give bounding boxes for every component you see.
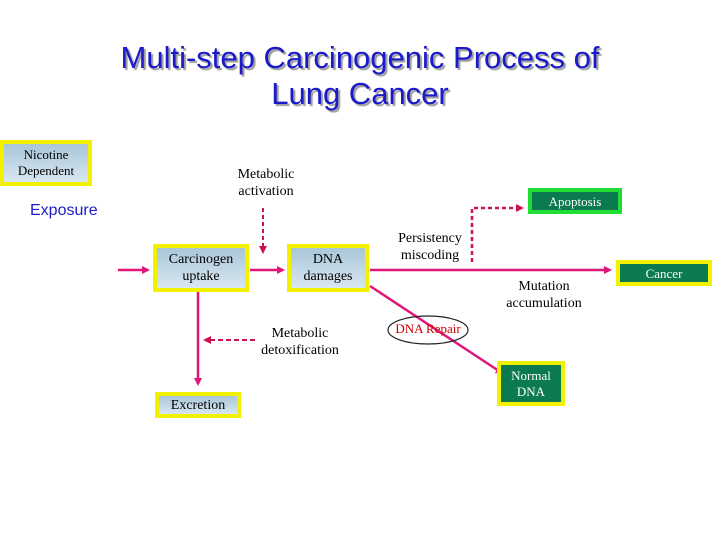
dna-damages-label: DNA damages xyxy=(303,252,353,284)
arrow-dna-repair xyxy=(369,284,504,375)
carcinogen-uptake-box: Carcinogen uptake xyxy=(153,244,249,292)
nicotine-dependent-box: Nicotine Dependent xyxy=(0,140,92,186)
apoptosis-box: Apoptosis xyxy=(528,188,622,214)
excretion-box: Excretion xyxy=(155,392,241,418)
page-title: Multi-step Carcinogenic Process of Lung … xyxy=(60,40,660,112)
carcinogen-uptake-label: Carcinogen uptake xyxy=(168,252,234,284)
exposure-label: Exposure xyxy=(30,202,98,219)
dna-repair-ellipse xyxy=(387,315,469,345)
metabolic-detox-label: Metabolic detoxification xyxy=(261,326,339,358)
normal-dna-label: Normal DNA xyxy=(511,367,551,399)
dna-repair-label: DNA Repair xyxy=(395,321,461,336)
nicotine-dependent-label: Nicotine Dependent xyxy=(17,147,75,178)
dna-damages-box: DNA damages xyxy=(287,244,369,292)
persistency-label: Persistency miscoding xyxy=(398,231,462,263)
cancer-label: Cancer xyxy=(645,265,683,281)
title-line-1: Multi-step Carcinogenic Process of xyxy=(120,40,600,75)
cancer-box: Cancer xyxy=(616,260,712,286)
apoptosis-label: Apoptosis xyxy=(548,193,602,209)
mutation-accumulation-label: Mutation accumulation xyxy=(506,279,582,311)
excretion-label: Excretion xyxy=(170,397,226,413)
title-line-2: Lung Cancer xyxy=(271,76,449,111)
metabolic-activation-label: Metabolic activation xyxy=(237,167,295,199)
normal-dna-box: Normal DNA xyxy=(497,361,565,406)
arrow-to-apoptosis xyxy=(470,204,524,262)
